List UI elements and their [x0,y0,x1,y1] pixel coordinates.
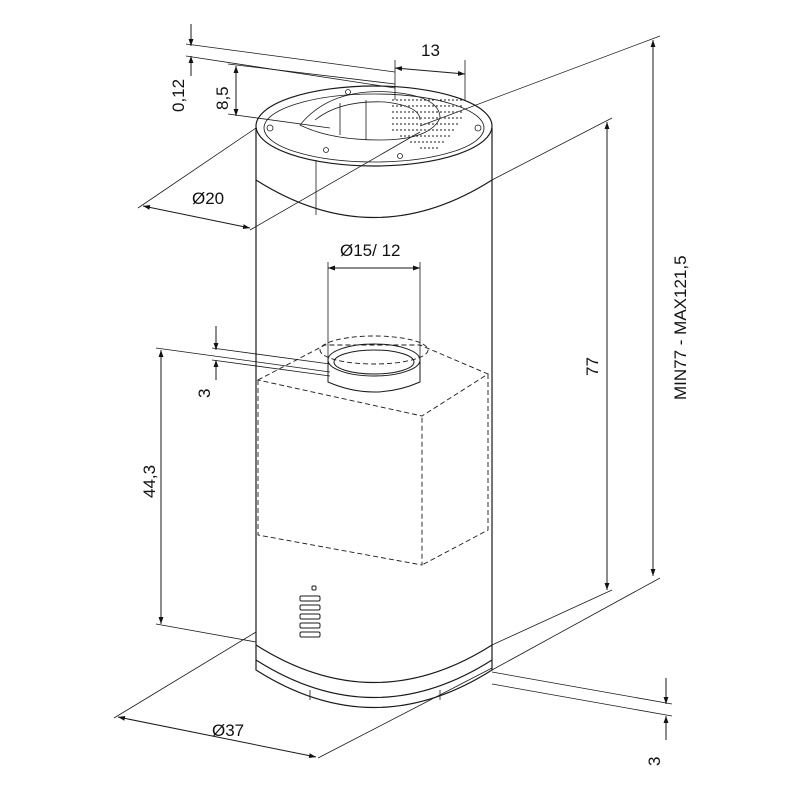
screw-icon [266,124,274,132]
top-opening [299,91,441,141]
top-collar-inner [263,93,485,163]
screw-icon [323,147,329,153]
dim-motor-offset: 3 [195,326,331,398]
dim-body-height-label: 77 [583,357,602,376]
top-grille [392,99,462,149]
bottom-rim-top [255,644,493,683]
dim-motor-offset-label: 3 [195,389,214,398]
top-collar-rim [255,85,493,167]
dim-top-height: 8,5 [213,63,396,129]
bottom-rim [255,659,493,698]
hood-cylinder [255,85,493,708]
top-collar-side [255,128,493,180]
dim-motor-height: 44,3 [140,347,331,643]
dim-base-diameter: Ø37 [113,631,493,759]
dim-top-diameter: Ø20 [137,127,421,231]
dim-top-height-label: 8,5 [213,86,232,110]
dim-top-width-label: 13 [421,41,440,60]
dim-base-height: 3 [491,671,673,766]
dim-top-offset-label: 0,12 [169,79,188,112]
dim-top-offset: 0,12 [169,24,396,112]
control-button [299,604,321,611]
dim-top-diameter-label: Ø20 [192,189,224,208]
control-button [299,622,321,629]
top-collar-bottom [255,179,493,218]
dim-outlet-diameter-label: Ø15/ 12 [340,241,401,260]
dim-outlet-diameter: Ø15/ 12 [327,241,421,360]
motor-box-hidden [256,335,489,566]
screw-icon [474,124,482,132]
control-button [299,595,321,602]
dim-body-height: 77 [491,117,613,646]
screw-icon [345,89,351,95]
screw-icon [397,153,403,159]
bottom-rim-base [255,660,493,708]
dim-total-height: MIN77 - MAX121,5 [419,35,690,671]
dim-motor-height-label: 44,3 [140,465,159,498]
dim-top-width: 13 [394,41,466,100]
dim-base-diameter-label: Ø37 [212,721,244,740]
control-panel [299,585,321,638]
dim-total-height-label: MIN77 - MAX121,5 [671,255,690,400]
control-led [311,585,317,591]
dim-base-height-label: 3 [645,757,664,766]
control-button [299,631,321,638]
control-button [299,613,321,620]
